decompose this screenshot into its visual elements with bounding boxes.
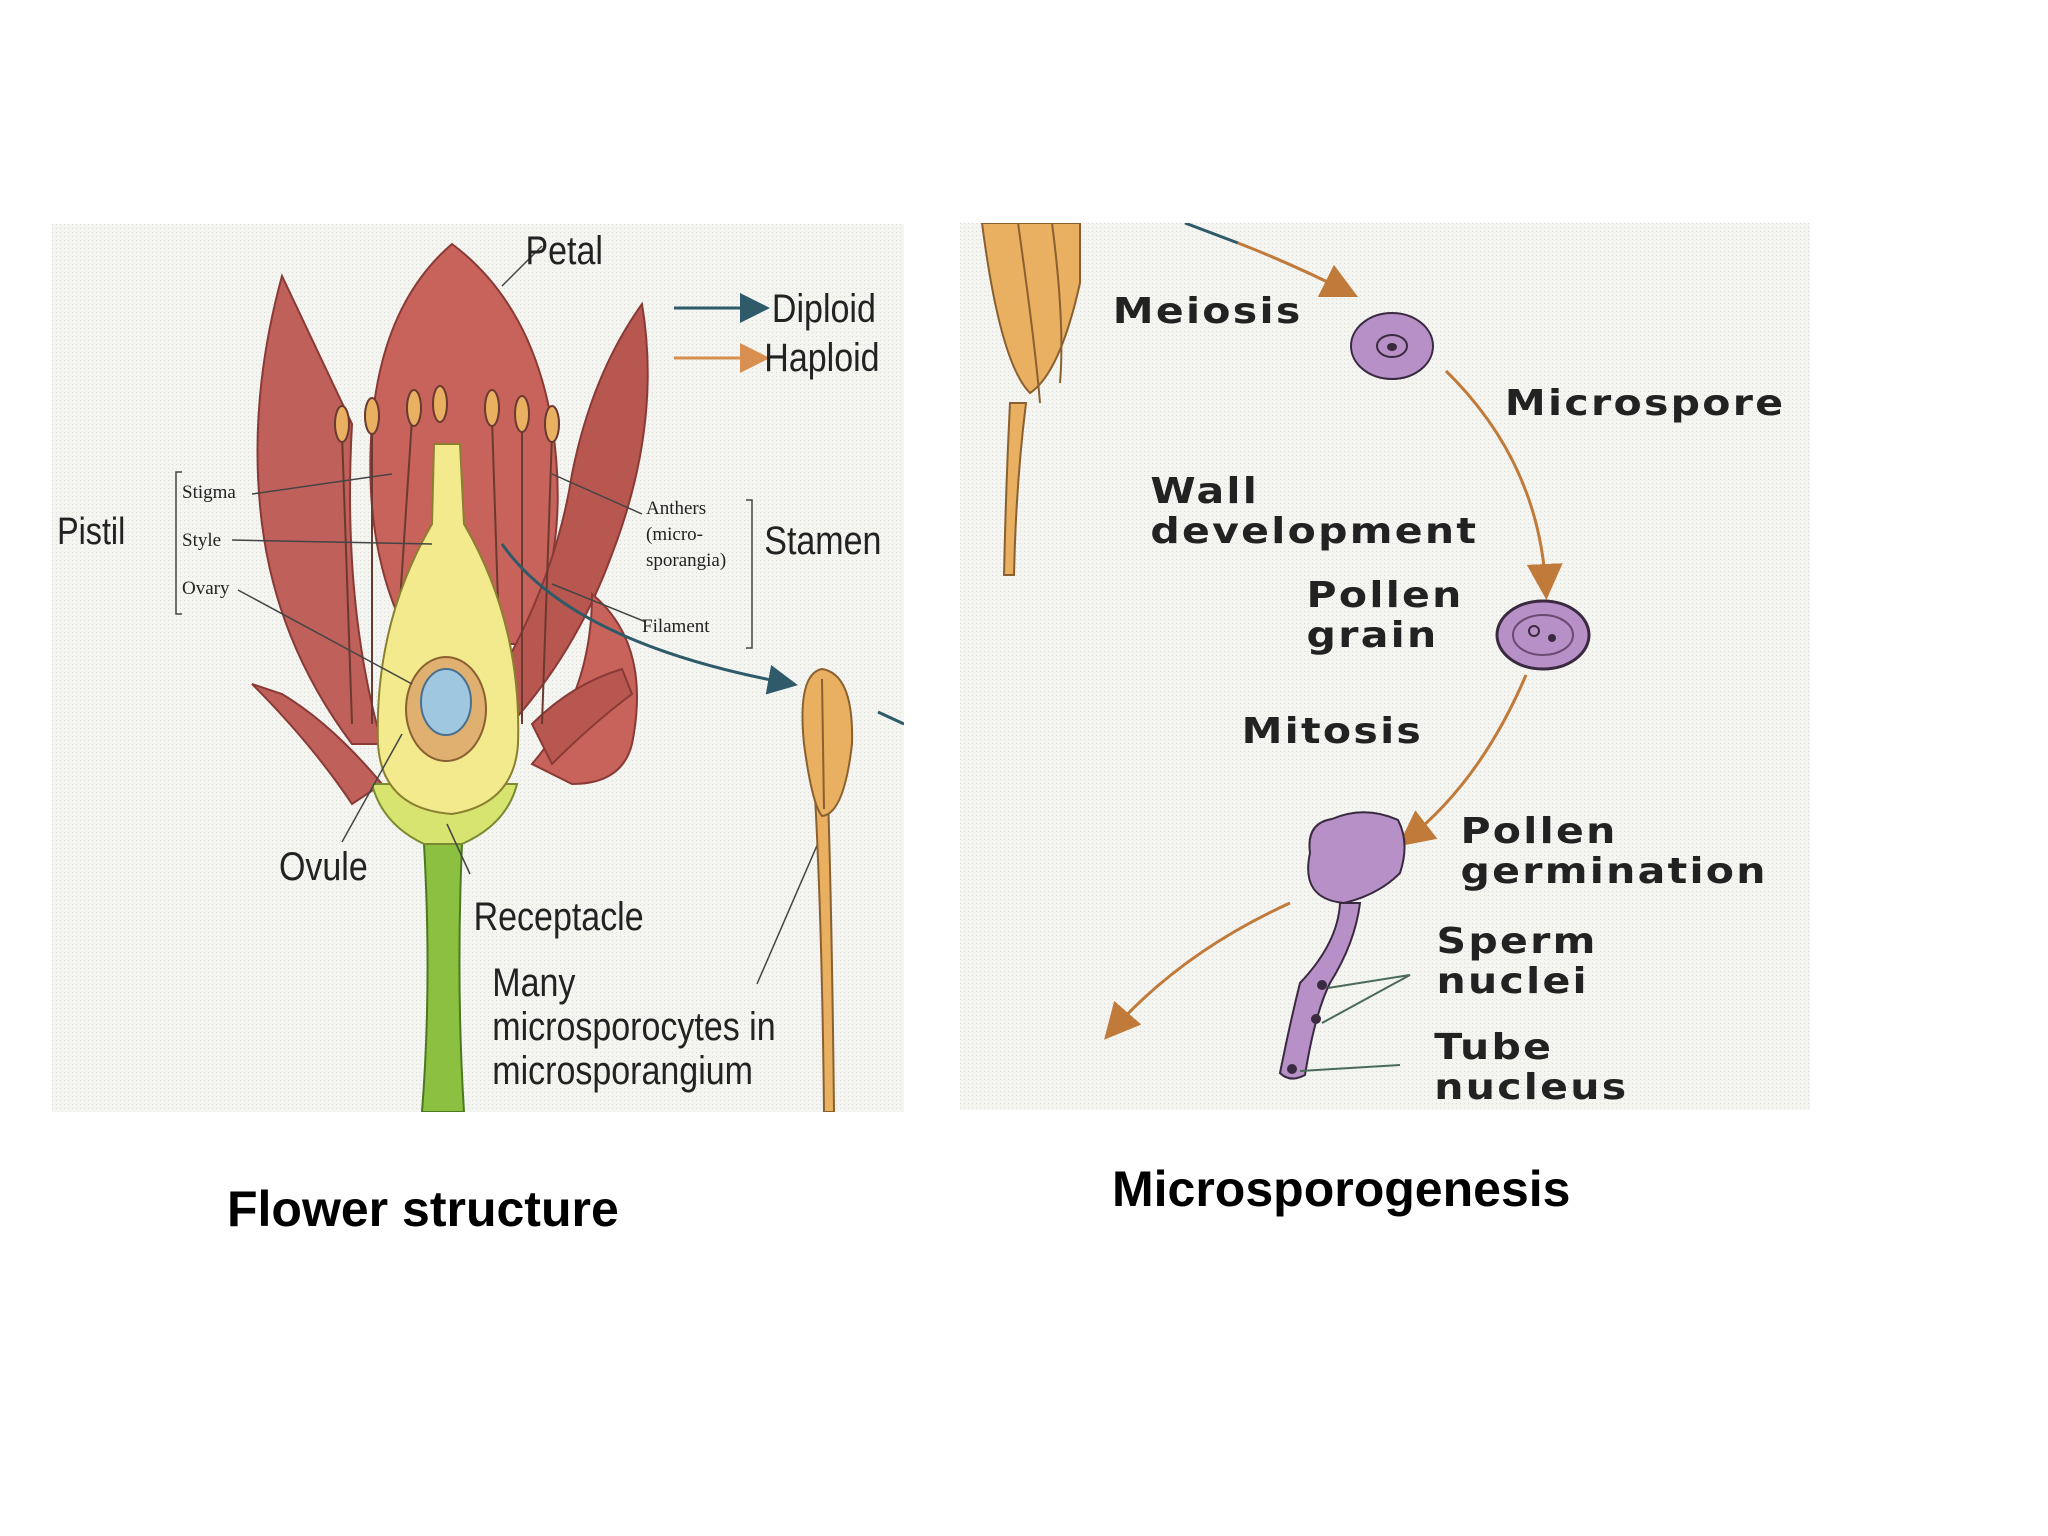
label-pollen-grain-2: grain xyxy=(1307,614,1439,656)
label-haploid: Haploid xyxy=(764,334,879,379)
label-ovary: Ovary xyxy=(182,578,230,599)
stamen-detail xyxy=(801,667,854,1112)
label-many-2: microsporocytes in xyxy=(492,1003,775,1048)
pollen-grain-cell xyxy=(1495,599,1591,671)
stem xyxy=(420,843,466,1112)
label-pistil: Pistil xyxy=(57,511,125,553)
label-tube-2: nucleus xyxy=(1434,1066,1628,1108)
label-anthers-2: (micro- xyxy=(646,524,703,545)
label-stamen: Stamen xyxy=(764,517,881,562)
label-diploid: Diploid xyxy=(772,285,876,330)
label-sperm-2: nuclei xyxy=(1437,960,1589,1002)
label-germination-2: germination xyxy=(1460,850,1767,892)
label-filament: Filament xyxy=(642,616,710,637)
label-petal: Petal xyxy=(525,227,602,272)
label-anthers-3: sporangia) xyxy=(646,550,726,571)
label-pollen-grain-1: Pollen xyxy=(1307,574,1464,616)
label-stigma: Stigma xyxy=(182,482,236,503)
leader-lines xyxy=(231,245,823,985)
anther-partial xyxy=(980,223,1081,576)
label-ovule: Ovule xyxy=(279,843,368,888)
label-sperm-1: Sperm xyxy=(1437,920,1598,962)
germinating-pollen xyxy=(1278,811,1406,1080)
label-many-1: Many xyxy=(492,959,576,1004)
label-style: Style xyxy=(182,530,221,551)
label-mitosis: Mitosis xyxy=(1242,710,1424,752)
label-wall-2: development xyxy=(1150,510,1478,552)
label-tube-1: Tube xyxy=(1434,1026,1553,1068)
label-anthers: Anthers xyxy=(646,498,706,519)
caption-flower-structure: Flower structure xyxy=(227,1181,619,1237)
flower-structure-diagram: Petal Diploid Haploid Pistil Stigma Styl… xyxy=(52,224,904,1112)
haploid-path-arrows xyxy=(1104,241,1563,1040)
label-many-3: microsporangium xyxy=(492,1047,753,1092)
caption-microsporogenesis: Microsporogenesis xyxy=(1112,1161,1571,1217)
label-meiosis: Meiosis xyxy=(1113,290,1303,332)
label-germination-1: Pollen xyxy=(1460,810,1617,852)
microsporogenesis-diagram: Meiosis Microspore Wall development Poll… xyxy=(960,223,1810,1110)
microspore-cell xyxy=(1350,312,1434,380)
label-microspore: Microspore xyxy=(1505,382,1785,424)
ovule xyxy=(420,668,472,736)
diploid-flow-arrow xyxy=(500,543,798,695)
stamens xyxy=(334,385,560,725)
label-receptacle: Receptacle xyxy=(474,893,644,938)
label-wall-1: Wall xyxy=(1150,470,1259,512)
